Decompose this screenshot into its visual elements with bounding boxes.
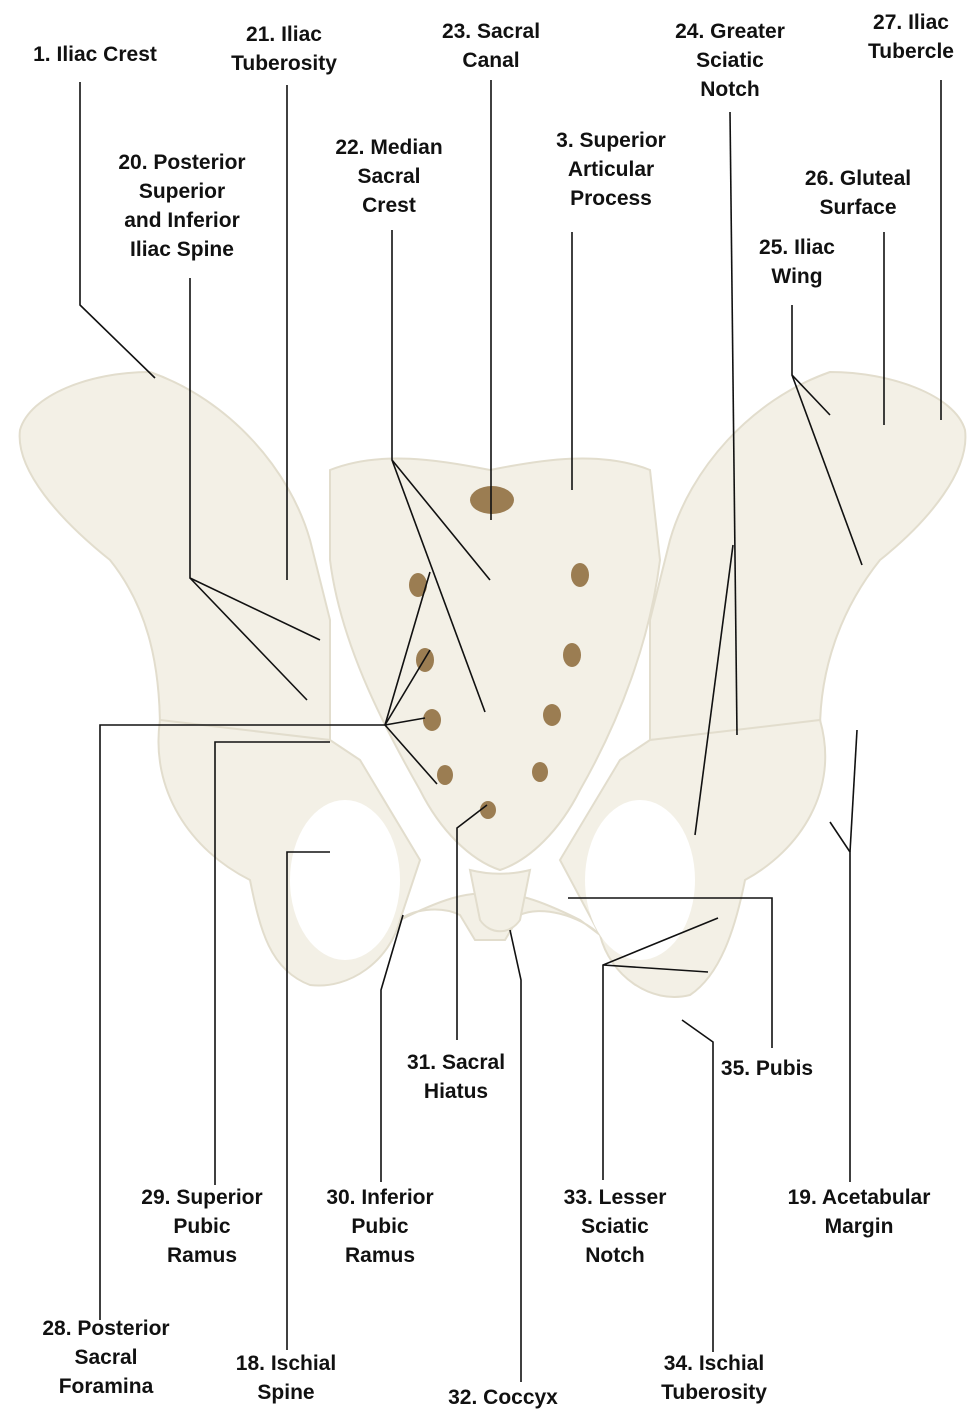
left-iliac-wing [20, 372, 330, 740]
label-line: Process [556, 184, 666, 213]
label-line: 3. Superior [556, 126, 666, 155]
label-line: 32. Coccyx [448, 1383, 558, 1412]
label-line: 20. Posterior [118, 148, 245, 177]
label-line: 29. Superior [141, 1183, 262, 1212]
label-line: 1. Iliac Crest [33, 40, 157, 69]
leader-32-coccyx [510, 930, 521, 1382]
label-line: Foramina [42, 1372, 169, 1401]
leader-30-inferior-pubic-ramus [381, 915, 403, 1182]
label-line: Spine [236, 1378, 336, 1407]
label-line: Wing [759, 262, 835, 291]
leader-19b [850, 730, 857, 852]
label-posterior-sacral-foramina: 28. PosteriorSacralForamina [42, 1314, 169, 1401]
label-gluteal-surface: 26. GlutealSurface [805, 164, 911, 222]
label-line: Hiatus [407, 1077, 505, 1106]
label-inferior-pubic-ramus: 30. InferiorPubicRamus [326, 1183, 433, 1270]
label-line: Sciatic [675, 46, 785, 75]
label-line: Canal [442, 46, 540, 75]
label-line: Tuberosity [231, 49, 337, 78]
label-line: Tubercle [868, 37, 954, 66]
label-line: Crest [335, 191, 442, 220]
label-line: Pubic [326, 1212, 433, 1241]
label-line: 33. Lesser [564, 1183, 667, 1212]
label-line: Superior [118, 177, 245, 206]
label-line: Pubic [141, 1212, 262, 1241]
label-line: 34. Ischial [661, 1349, 767, 1378]
label-line: 31. Sacral [407, 1048, 505, 1077]
label-superior-articular-process: 3. SuperiorArticularProcess [556, 126, 666, 213]
label-posterior-superior-inferior-iliac-spine: 20. PosteriorSuperiorand InferiorIliac S… [118, 148, 245, 264]
label-line: 21. Iliac [231, 20, 337, 49]
label-iliac-wing: 25. IliacWing [759, 233, 835, 291]
label-lesser-sciatic-notch: 33. LesserSciaticNotch [564, 1183, 667, 1270]
leader-34-ischial-tuberosity [682, 1020, 713, 1352]
label-line: 23. Sacral [442, 17, 540, 46]
label-iliac-crest: 1. Iliac Crest [33, 40, 157, 69]
pelvis-bones [20, 372, 966, 997]
label-coccyx: 32. Coccyx [448, 1383, 558, 1412]
label-pubis: 35. Pubis [721, 1054, 813, 1083]
label-acetabular-margin: 19. AcetabularMargin [788, 1183, 931, 1241]
label-greater-sciatic-notch: 24. GreaterSciaticNotch [675, 17, 785, 104]
sacral-canal-opening [470, 486, 514, 514]
label-sacral-canal: 23. SacralCanal [442, 17, 540, 75]
label-line: 35. Pubis [721, 1054, 813, 1083]
leader-19a [830, 822, 850, 1182]
label-line: Sciatic [564, 1212, 667, 1241]
label-median-sacral-crest: 22. MedianSacralCrest [335, 133, 442, 220]
label-line: Ramus [326, 1241, 433, 1270]
right-obturator-foramen [585, 800, 695, 960]
label-line: Sacral [335, 162, 442, 191]
label-line: Surface [805, 193, 911, 222]
right-iliac-wing [650, 372, 965, 740]
label-line: 28. Posterior [42, 1314, 169, 1343]
label-sacral-hiatus: 31. SacralHiatus [407, 1048, 505, 1106]
label-line: Articular [556, 155, 666, 184]
label-line: Tuberosity [661, 1378, 767, 1407]
label-line: Notch [675, 75, 785, 104]
label-ischial-spine: 18. IschialSpine [236, 1349, 336, 1407]
label-line: 25. Iliac [759, 233, 835, 262]
label-line: Iliac Spine [118, 235, 245, 264]
label-superior-pubic-ramus: 29. SuperiorPubicRamus [141, 1183, 262, 1270]
label-iliac-tuberosity: 21. IliacTuberosity [231, 20, 337, 78]
label-line: 26. Gluteal [805, 164, 911, 193]
label-line: 24. Greater [675, 17, 785, 46]
label-line: Sacral [42, 1343, 169, 1372]
label-line: and Inferior [118, 206, 245, 235]
label-line: Notch [564, 1241, 667, 1270]
label-line: 22. Median [335, 133, 442, 162]
label-line: 27. Iliac [868, 8, 954, 37]
label-line: 30. Inferior [326, 1183, 433, 1212]
label-line: 18. Ischial [236, 1349, 336, 1378]
label-ischial-tuberosity: 34. IschialTuberosity [661, 1349, 767, 1407]
left-obturator-foramen [290, 800, 400, 960]
label-line: 19. Acetabular [788, 1183, 931, 1212]
label-iliac-tubercle: 27. IliacTubercle [868, 8, 954, 66]
label-line: Ramus [141, 1241, 262, 1270]
label-line: Margin [788, 1212, 931, 1241]
